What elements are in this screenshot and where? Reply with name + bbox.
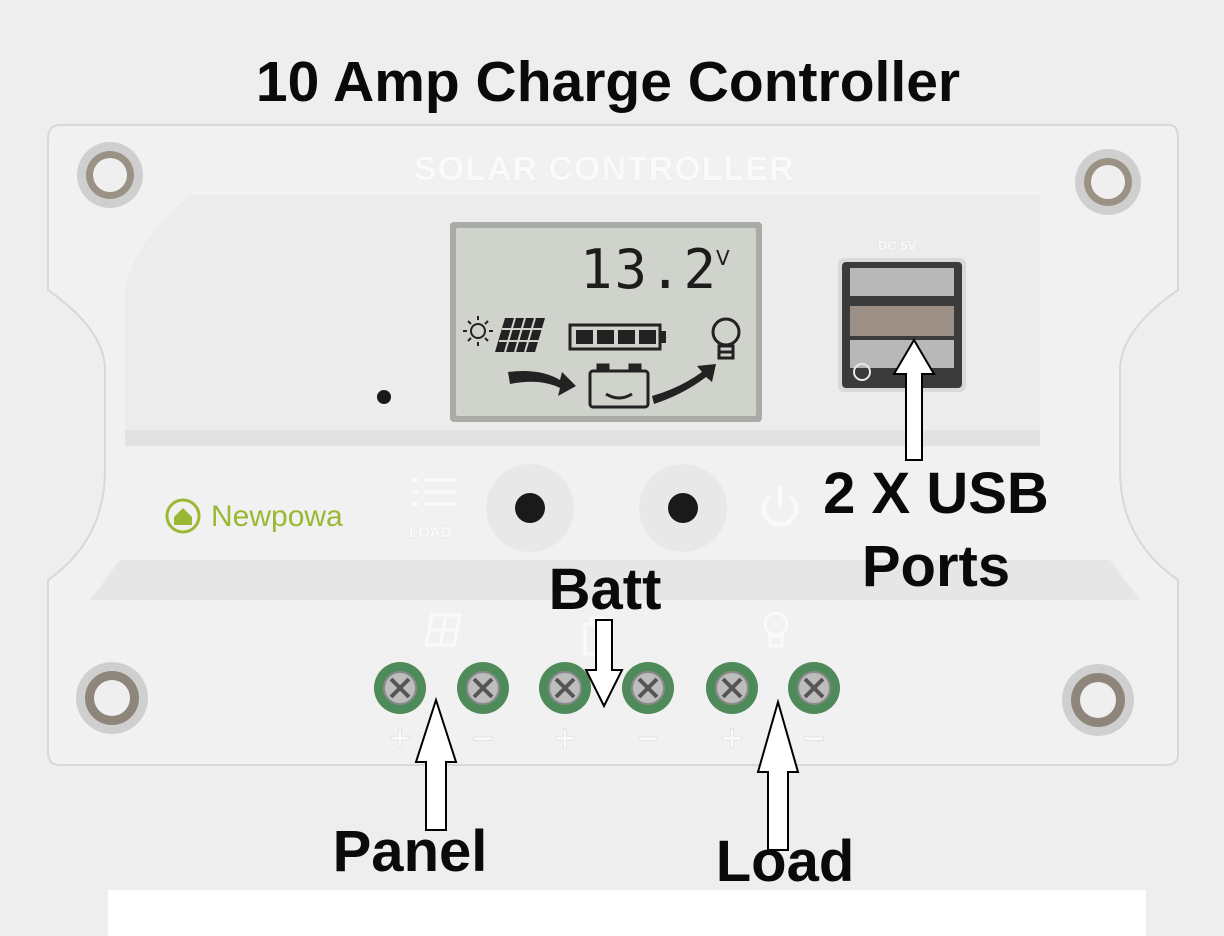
usb-divider [850, 306, 954, 336]
battery-level-icon [568, 323, 666, 351]
panel-arrow-icon [414, 696, 458, 831]
terminal-polarity-mark: + [387, 721, 412, 756]
terminal-polarity-mark: − [801, 721, 826, 756]
load-label: Load [715, 829, 855, 894]
terminal-polarity-mark: + [719, 721, 744, 756]
terminal-screw[interactable] [457, 662, 509, 714]
panel-label: Panel [332, 819, 488, 884]
battery-icon [588, 363, 650, 409]
mount-hole-tr [1075, 149, 1141, 215]
batt-arrow-icon [584, 619, 624, 709]
bulb-emboss-icon [763, 611, 789, 648]
batt-label: Batt [548, 557, 662, 622]
sun-icon [463, 316, 493, 346]
solar-panel-icon [495, 317, 545, 353]
case-label: SOLAR CONTROLLER [414, 150, 795, 188]
usb-label-line2: Ports [861, 534, 1011, 599]
terminal-screw[interactable] [539, 662, 591, 714]
lcd-screen [456, 228, 756, 416]
load-menu-icon [412, 478, 456, 506]
lower-ridge [90, 560, 1140, 600]
usb-label-line1: 2 X USB [823, 461, 1049, 526]
menu-button[interactable] [486, 464, 574, 552]
arrow-icon [508, 371, 576, 396]
load-button-label: LOAD [409, 524, 452, 541]
mount-hole-tl [77, 142, 143, 208]
usb-arrow-icon [892, 338, 936, 461]
mount-hole-br [1062, 664, 1134, 736]
bottom-white-band [108, 890, 1146, 936]
terminal-screw[interactable] [788, 662, 840, 714]
terminal-polarity-mark: + [552, 721, 577, 756]
brand-logo: Newpowa [165, 497, 343, 537]
terminal-polarity-mark: − [470, 721, 495, 756]
arrow-icon [652, 364, 716, 404]
brand-name: Newpowa [211, 500, 343, 533]
terminal-block: + − + − + − [374, 662, 840, 756]
lcd-unit: V [716, 246, 730, 270]
terminal-screw[interactable] [706, 662, 758, 714]
load-arrow-icon [756, 698, 800, 851]
shelf-shadow [125, 430, 1040, 446]
usb-symbol-icon [853, 363, 871, 381]
page-title: 10 Amp Charge Controller [255, 50, 961, 114]
home-icon [165, 498, 201, 534]
lcd-reading: 13.2 [580, 238, 719, 301]
terminal-screw[interactable] [374, 662, 426, 714]
usb-port-icon[interactable] [850, 268, 954, 296]
bulb-icon [711, 317, 741, 360]
terminal-polarity-mark: − [635, 721, 660, 756]
panel-emboss-icon [424, 613, 462, 647]
terminal-screw[interactable] [622, 662, 674, 714]
mount-hole-bl [76, 662, 148, 734]
power-icon [762, 486, 798, 527]
load-button[interactable] [639, 464, 727, 552]
temperature-sensor [377, 390, 391, 404]
usb-label: DC 5V [878, 238, 917, 253]
